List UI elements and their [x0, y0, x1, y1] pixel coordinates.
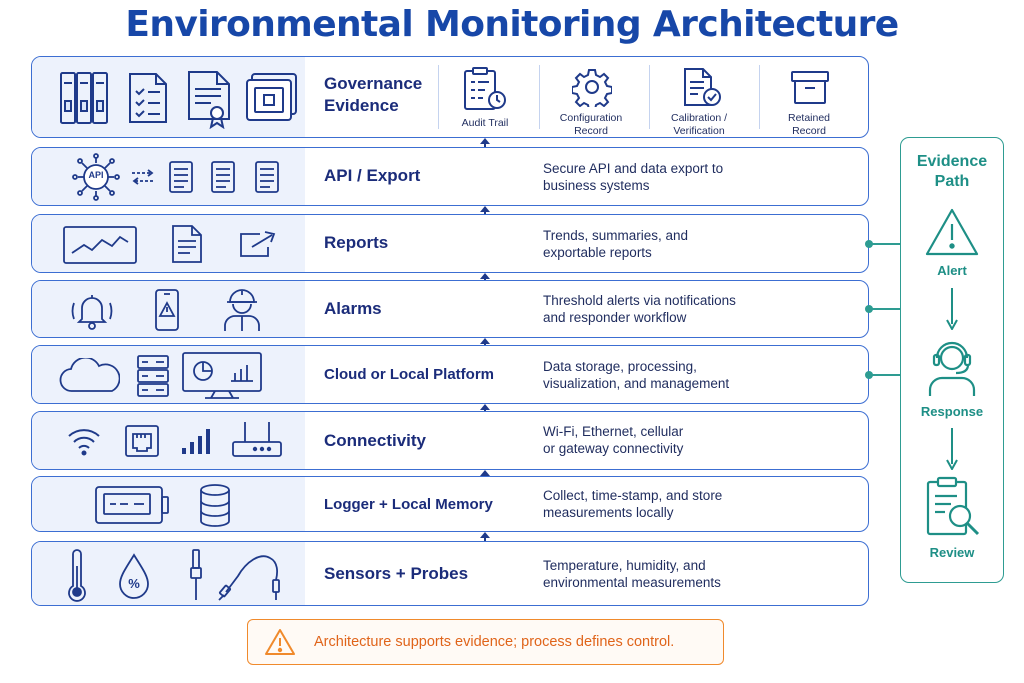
certificate-icon [185, 69, 233, 129]
layer-description: Data storage, processing, visualization,… [543, 359, 730, 391]
headset-person-icon [926, 334, 978, 398]
gear-icon [572, 67, 612, 107]
mobile-alert-icon [154, 288, 180, 332]
evidence-step-label: Response [920, 404, 984, 419]
layer-platform: Cloud or Local Platform Data storage, pr… [31, 345, 869, 404]
layer-reports: Reports Trends, summaries, and exportabl… [31, 214, 869, 273]
document-check-icon [680, 66, 724, 108]
governance-item-configuration: Configuration Record [536, 57, 646, 137]
governance-item-calibration: Calibration / Verification [644, 57, 754, 137]
api-badge: API [88, 170, 104, 180]
governance-item-label: Audit Trail [461, 117, 509, 129]
layer-description: Temperature, humidity, and environmental… [543, 558, 721, 590]
layer-api-export: API API / Export Secure API and data exp… [31, 147, 869, 206]
governance-item-audit-trail: Audit Trail [430, 57, 540, 137]
layer-description: Secure API and data export to business s… [543, 161, 724, 193]
responder-worker-icon [220, 287, 264, 333]
dashboard-monitor-icon [181, 351, 263, 401]
report-document-icon [170, 223, 204, 265]
layer-name: Cloud or Local Platform [324, 366, 495, 383]
governance-item-label: Configuration Record [559, 112, 623, 137]
humidity-percent: % [128, 576, 140, 591]
clipboard-clock-icon [461, 66, 509, 112]
probe-icon [188, 548, 204, 602]
document-icon [168, 160, 194, 194]
governance-item-retained: Retained Record [754, 57, 864, 137]
database-icon [198, 483, 232, 529]
document-icon [254, 160, 280, 194]
layer-name: Alarms [324, 299, 382, 318]
layer-name: Governance Evidence [324, 74, 423, 115]
down-arrow-icon [945, 428, 959, 470]
governance-item-label: Retained Record [787, 112, 831, 137]
connector-line [869, 374, 900, 376]
connector-line [869, 243, 900, 245]
document-icon [210, 160, 236, 194]
trend-chart-icon [62, 225, 138, 265]
layer-logger: Logger + Local Memory Collect, time-stam… [31, 476, 869, 532]
router-icon [231, 420, 283, 460]
wifi-icon [66, 426, 102, 456]
evidence-path-panel: Evidence Path Alert Response Review [900, 137, 1004, 583]
thermometer-icon [66, 548, 88, 602]
layer-alarms: Alarms Threshold alerts via notification… [31, 280, 869, 338]
checklist-document-icon [127, 71, 169, 125]
layer-description: Threshold alerts via notifications and r… [543, 293, 736, 325]
framed-record-icon [244, 71, 300, 125]
binders-icon [58, 69, 114, 127]
layer-name: Connectivity [324, 431, 427, 450]
alarm-bell-icon [68, 289, 116, 331]
connector-line [869, 308, 900, 310]
layer-sensors: % Sensors + Probes Temperature, humidity… [31, 541, 869, 606]
note-text: Architecture supports evidence; process … [314, 634, 675, 650]
clipboard-magnifier-icon [925, 476, 983, 540]
note-banner: Architecture supports evidence; process … [247, 619, 724, 665]
api-network-icon [70, 153, 122, 201]
humidity-drop-icon [116, 552, 152, 600]
warning-triangle-icon [924, 206, 980, 258]
governance-item-label: Calibration / Verification [670, 112, 728, 137]
layer-name: API / Export [324, 166, 421, 185]
layer-name: Reports [324, 233, 389, 252]
warning-icon [264, 628, 296, 656]
layer-description: Trends, summaries, and exportable report… [543, 228, 689, 260]
layer-name: Sensors + Probes [324, 564, 469, 583]
down-arrow-icon [945, 288, 959, 330]
evidence-step-label: Review [929, 545, 975, 560]
page-title: Environmental Monitoring Architecture [125, 4, 899, 45]
layer-name: Logger + Local Memory [324, 496, 493, 513]
layer-connectivity: Connectivity Wi-Fi, Ethernet, cellular o… [31, 411, 869, 470]
export-icon [238, 229, 278, 259]
layer-description: Wi-Fi, Ethernet, cellular or gateway con… [543, 424, 684, 456]
evidence-path-title: Evidence Path [916, 153, 988, 190]
ethernet-port-icon [124, 424, 160, 458]
data-logger-icon [94, 485, 172, 525]
layer-governance: Governance Evidence Audit Trail Configur… [31, 56, 869, 138]
evidence-step-label: Alert [937, 263, 967, 278]
cable-probe-icon [216, 548, 286, 602]
cellular-signal-icon [182, 429, 210, 454]
layer-description: Collect, time-stamp, and store measureme… [543, 488, 723, 520]
exchange-arrows-icon [130, 168, 156, 186]
server-icon [136, 354, 170, 398]
archive-box-icon [789, 68, 831, 106]
cloud-icon [58, 358, 120, 394]
